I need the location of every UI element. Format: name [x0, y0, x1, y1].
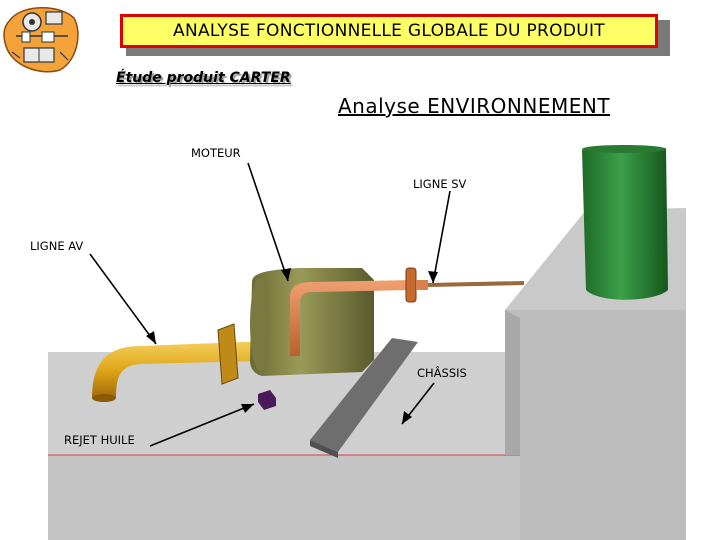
- label-ligne-av: LIGNE AV: [30, 239, 84, 253]
- floor: [48, 352, 520, 455]
- arrow-moteur: [247, 162, 289, 282]
- label-chassis: CHÂSSIS: [417, 366, 467, 380]
- arrow-ligne-sv: [432, 190, 451, 284]
- mechanical-drawing-logo-icon: [3, 7, 79, 73]
- motor-body: [250, 268, 374, 376]
- subtitle: Étude produit CARTER: [116, 70, 291, 86]
- section-title: Analyse ENVIRONNEMENT: [338, 94, 611, 118]
- arrow-ligne-av: [89, 253, 157, 345]
- page-title: ANALYSE FONCTIONNELLE GLOBALE DU PRODUIT: [120, 14, 658, 48]
- ligne-sv-rod: [427, 281, 525, 287]
- block-front: [505, 310, 686, 540]
- green-tank: [582, 148, 668, 300]
- page-title-text: ANALYSE FONCTIONNELLE GLOBALE DU PRODUIT: [173, 21, 605, 41]
- arrow-rejet-huile: [149, 403, 255, 447]
- label-moteur: MOTEUR: [191, 146, 241, 160]
- ligne-av-flange: [217, 323, 239, 385]
- label-ligne-sv: LIGNE SV: [413, 177, 467, 191]
- chassis-rail: [310, 338, 418, 452]
- block-side: [505, 310, 520, 455]
- label-rejet-huile: REJET HUILE: [64, 433, 135, 447]
- rejet-huile-cube: [258, 390, 276, 410]
- ligne-sv-pipe: [290, 280, 410, 356]
- ligne-av-pipe: [92, 340, 292, 398]
- ligne-sv-flange: [405, 267, 417, 303]
